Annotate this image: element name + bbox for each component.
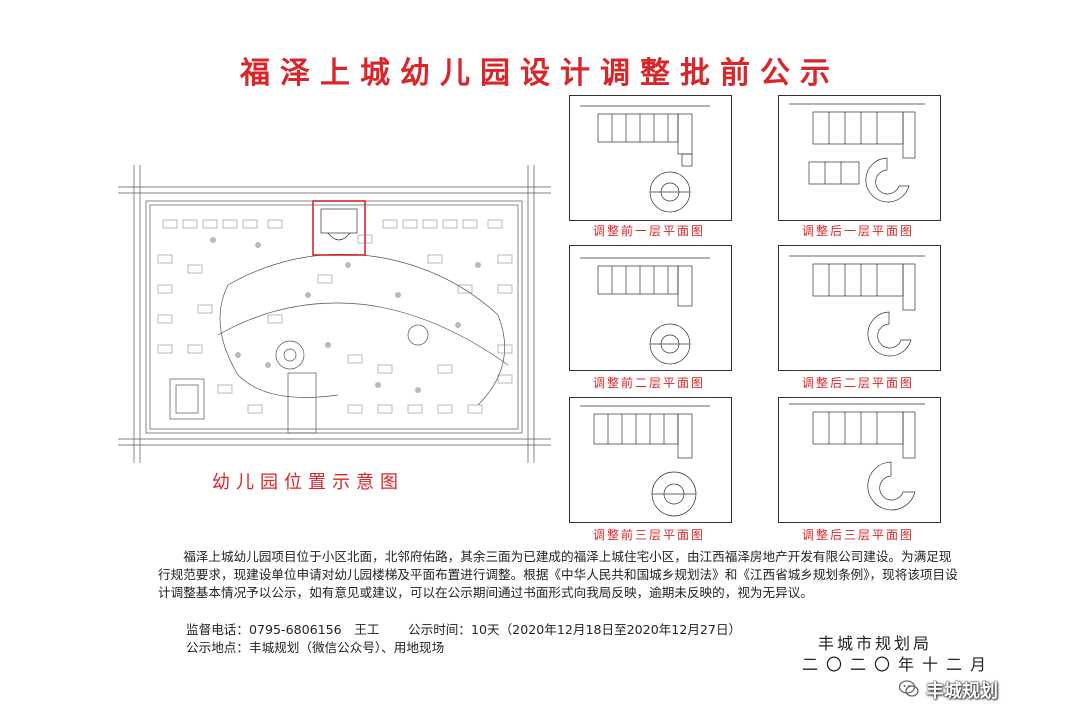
floor-plan-caption: 调整前三层平面图 — [592, 528, 705, 542]
phone-value: 0795-6806156 王工 — [248, 622, 380, 637]
floor-plan-caption: 调整后三层平面图 — [801, 528, 914, 542]
site-plan-caption: 幼儿园位置示意图 — [212, 472, 404, 493]
floor-plan-drawing — [580, 105, 710, 213]
floor-plan-caption: 调整后二层平面图 — [801, 376, 914, 390]
watermark-text: 丰城规划 — [926, 681, 998, 702]
location-value: 丰城规划（微信公众号）、用地现场 — [248, 640, 445, 655]
floor-plan-before-3f — [569, 397, 732, 523]
floor-plan-drawing — [789, 403, 925, 511]
floor-plan-caption: 调整前一层平面图 — [592, 224, 705, 238]
location-label: 公示地点： — [186, 640, 249, 655]
watermark: 丰城规划 — [880, 676, 1060, 702]
floor-plan-after-1f — [778, 95, 941, 221]
site-plan-drawing — [118, 165, 551, 463]
notice-location: 公示地点：丰城规划（微信公众号）、用地现场 — [186, 637, 444, 656]
floor-plan-before-1f — [569, 95, 732, 221]
floor-plan-drawing — [789, 103, 925, 203]
page-title: 福泽上城幼儿园设计调整批前公示 — [240, 56, 840, 91]
notice-period: 公示时间：10天（2020年12月18日至2020年12月27日） — [408, 619, 741, 638]
floor-plan-caption: 调整后一层平面图 — [801, 224, 914, 238]
floor-plan-drawing — [789, 255, 925, 357]
floor-plan-caption: 调整前二层平面图 — [592, 376, 705, 390]
floor-plan-after-3f — [778, 397, 941, 523]
floor-plan-drawing — [580, 405, 710, 517]
floor-plan-after-2f — [778, 245, 941, 371]
phone-label: 监督电话： — [186, 622, 249, 637]
period-value: 10天（2020年12月18日至2020年12月27日） — [470, 622, 742, 637]
notice-body: 福泽上城幼儿园项目位于小区北面，北邻府佑路，其余三面为已建成的福泽上城住宅小区，… — [158, 548, 958, 603]
floor-plan-drawing — [580, 257, 710, 365]
notice-paragraph: 福泽上城幼儿园项目位于小区北面，北邻府佑路，其余三面为已建成的福泽上城住宅小区，… — [158, 549, 958, 601]
issuing-authority: 丰城市规划局 — [818, 634, 933, 653]
issue-date: 二〇二〇年十二月 — [802, 655, 995, 674]
period-label: 公示时间： — [408, 622, 471, 637]
wechat-icon — [898, 680, 919, 697]
floor-plan-before-2f — [569, 245, 732, 371]
supervision-phone: 监督电话：0795-6806156 王工 — [186, 619, 379, 638]
